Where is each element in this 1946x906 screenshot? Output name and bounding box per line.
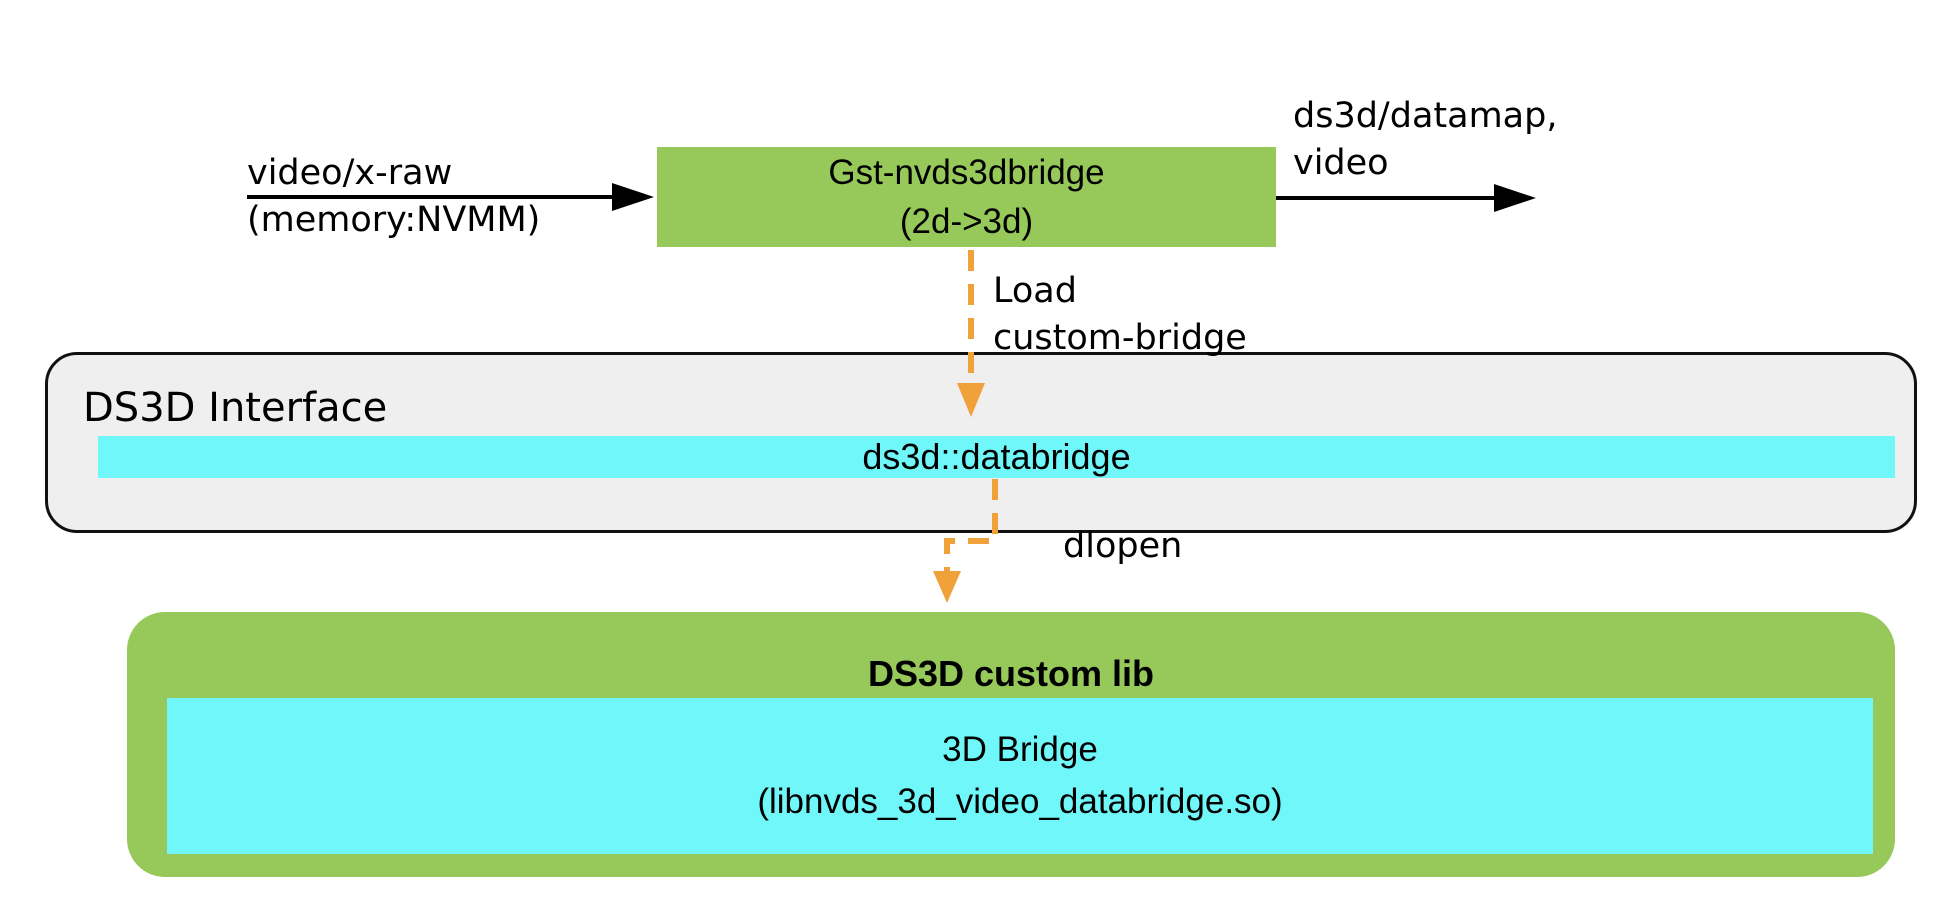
output-caps-line1: ds3d/datamap,: [1293, 96, 1558, 136]
input-arrow-head-icon: [612, 183, 654, 211]
dlopen-label: dlopen: [1063, 526, 1183, 566]
load-label-line1: Load: [993, 271, 1077, 311]
load-label-line2: custom-bridge: [993, 318, 1247, 358]
output-caps-label: ds3d/datamap, video: [1293, 93, 1557, 187]
input-caps-line1: video/x-raw: [247, 153, 453, 193]
plugin-subtitle: (2d->3d): [899, 202, 1034, 241]
ds3d-databridge-bar: ds3d::databridge: [98, 436, 1895, 478]
3d-bridge-line2: (libnvds_3d_video_databridge.so): [757, 782, 1283, 821]
output-arrow-head-icon: [1494, 184, 1536, 212]
ds3d-databridge-label: ds3d::databridge: [862, 436, 1131, 477]
load-custom-bridge-label: Load custom-bridge: [993, 268, 1247, 362]
ds3d-interface-title: DS3D Interface: [83, 385, 388, 431]
ds3d-custom-lib-title: DS3D custom lib: [867, 653, 1155, 694]
gst-nvds3dbridge-box: Gst-nvds3dbridge (2d->3d): [657, 147, 1276, 247]
plugin-name: Gst-nvds3dbridge: [828, 153, 1105, 192]
input-caps-line2: (memory:NVMM): [247, 200, 541, 240]
3d-bridge-box: 3D Bridge (libnvds_3d_video_databridge.s…: [167, 698, 1873, 854]
3d-bridge-line1: 3D Bridge: [942, 730, 1098, 769]
dlopen-arrow-head-icon: [933, 571, 961, 603]
output-caps-line2: video: [1293, 143, 1389, 183]
input-caps-label: video/x-raw (memory:NVMM): [247, 150, 540, 244]
